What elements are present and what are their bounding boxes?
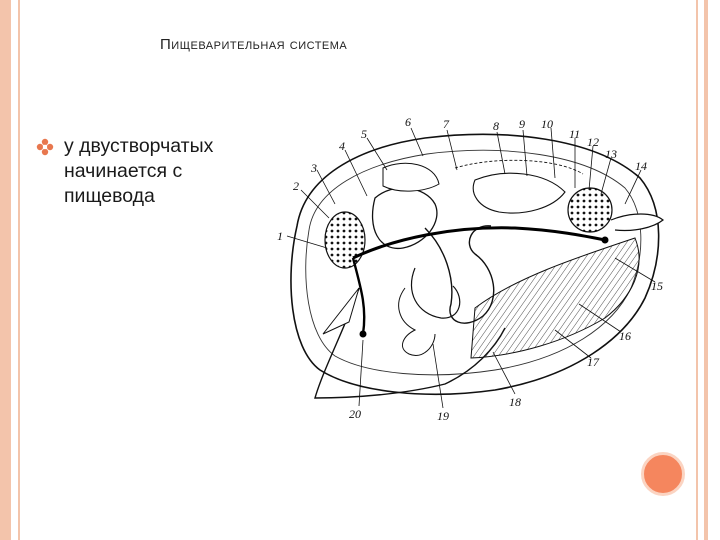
foot-tip	[323, 288, 359, 334]
siphon	[611, 214, 663, 231]
frame-right-band	[704, 0, 708, 540]
bivalve-digestive-diagram: 1 2 3 4 5 6 7 8 9 10 11 12 13 14 15 16 1…	[275, 108, 675, 428]
label-11: 11	[569, 127, 580, 141]
label-6: 6	[405, 115, 411, 129]
decorative-circle	[641, 452, 685, 496]
frame-right-line	[696, 0, 698, 540]
label-10: 10	[541, 117, 553, 131]
label-2: 2	[293, 179, 299, 193]
label-13: 13	[605, 147, 617, 161]
gonad	[399, 288, 435, 355]
bullet-text: у двустворчатых начинается с пищевода	[64, 134, 274, 209]
gill	[471, 238, 639, 358]
heart	[473, 173, 565, 213]
frame-left-line	[18, 0, 20, 540]
label-17: 17	[587, 355, 600, 369]
pericardium	[455, 160, 583, 174]
label-5: 5	[361, 127, 367, 141]
label-8: 8	[493, 119, 499, 133]
label-14: 14	[635, 159, 647, 173]
label-20: 20	[349, 407, 361, 421]
label-3: 3	[310, 161, 317, 175]
ganglion	[360, 331, 367, 338]
label-16: 16	[619, 329, 631, 343]
ganglion-posterior	[602, 237, 609, 244]
label-4: 4	[339, 139, 345, 153]
anterior-adductor	[325, 212, 365, 268]
posterior-adductor	[568, 188, 612, 232]
frame-left-band	[0, 0, 11, 540]
label-15: 15	[651, 279, 663, 293]
flower-bullet-icon	[36, 138, 54, 156]
label-19: 19	[437, 409, 449, 423]
label-7: 7	[443, 117, 450, 131]
label-12: 12	[587, 135, 599, 149]
label-18: 18	[509, 395, 521, 409]
liver	[383, 163, 439, 191]
slide-title: Пищеварительная система	[160, 36, 560, 53]
label-1: 1	[277, 229, 283, 243]
label-9: 9	[519, 117, 525, 131]
